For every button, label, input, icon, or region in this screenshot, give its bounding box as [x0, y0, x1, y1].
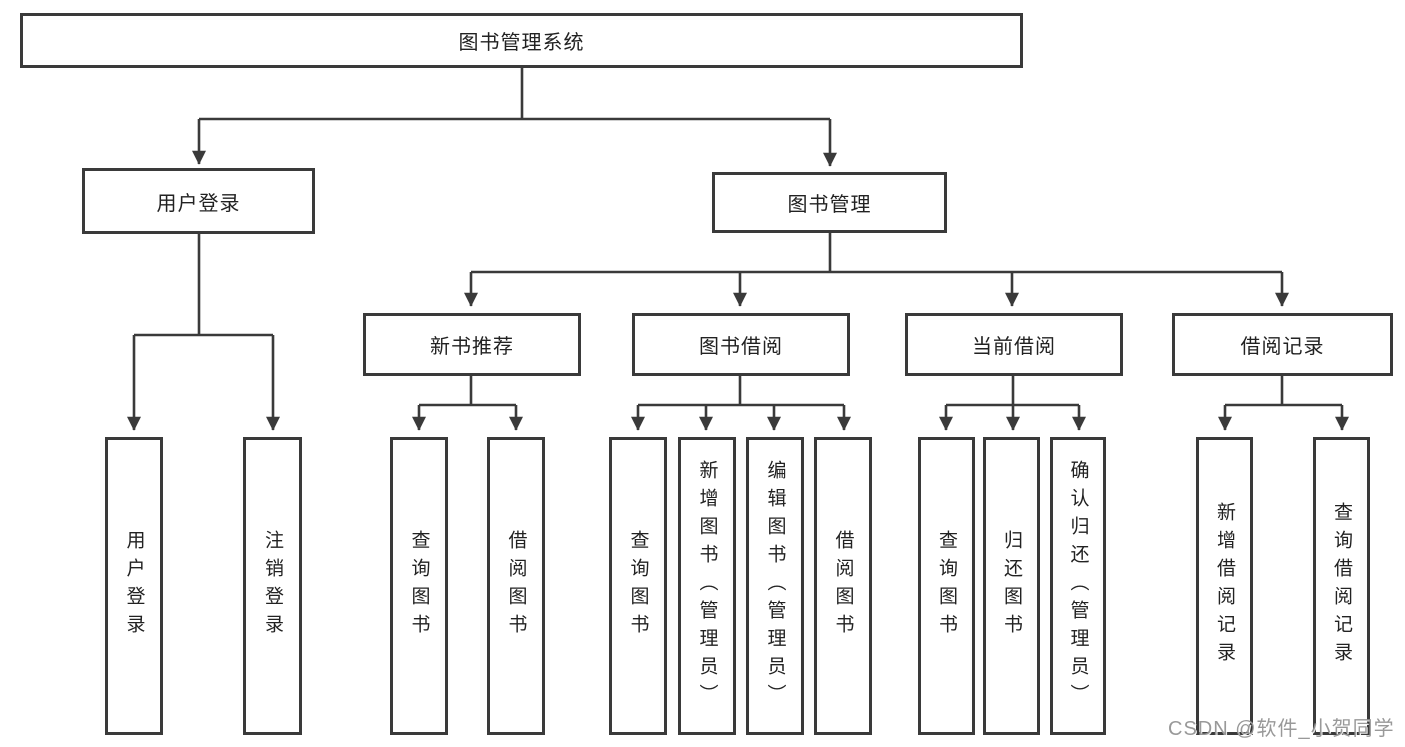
leaf-label: 编辑图书（管理员）: [764, 460, 786, 712]
node-label: 当前借阅: [972, 336, 1056, 358]
leaf-label: 注销登录: [262, 530, 283, 642]
node-label: 图书管理系统: [458, 32, 585, 54]
node-new-book-recommendation: 新书推荐: [363, 313, 581, 376]
leaf-label: 新增借阅记录: [1214, 502, 1235, 670]
leaf-return-books: 归还图书: [983, 437, 1040, 735]
leaf-add-borrow-record: 新增借阅记录: [1196, 437, 1253, 735]
leaf-query-books-recommend: 查询图书: [390, 437, 448, 735]
node-label: 借阅记录: [1240, 336, 1325, 358]
leaf-borrow-books: 借阅图书: [814, 437, 872, 735]
node-library-management-system: 图书管理系统: [20, 13, 1023, 68]
leaf-label: 查询图书: [936, 530, 957, 642]
leaf-add-books-admin: 新增图书（管理员）: [678, 437, 736, 735]
node-borrowing-records: 借阅记录: [1172, 313, 1393, 376]
node-label: 新书推荐: [430, 336, 514, 358]
leaf-label: 新增图书（管理员）: [696, 460, 718, 712]
leaf-label: 用户登录: [123, 530, 145, 642]
node-label: 图书管理: [787, 194, 872, 216]
leaf-confirm-return-admin: 确认归还（管理员）: [1050, 437, 1106, 735]
leaf-label: 查询图书: [408, 530, 430, 642]
leaf-label: 归还图书: [1001, 530, 1022, 642]
leaf-borrow-books-recommend: 借阅图书: [487, 437, 545, 735]
leaf-label: 借阅图书: [832, 530, 854, 642]
node-label: 图书借阅: [699, 336, 783, 358]
csdn-watermark: CSDN @软件_小贺同学: [1168, 718, 1395, 740]
node-book-borrowing: 图书借阅: [632, 313, 850, 376]
leaf-label: 查询借阅记录: [1331, 502, 1352, 670]
leaf-label: 查询图书: [627, 530, 649, 642]
node-book-management: 图书管理: [712, 172, 947, 233]
node-current-borrowing: 当前借阅: [905, 313, 1123, 376]
leaf-query-borrow-record: 查询借阅记录: [1313, 437, 1370, 735]
leaf-query-books-current: 查询图书: [918, 437, 975, 735]
leaf-user-login: 用户登录: [105, 437, 163, 735]
leaf-logout: 注销登录: [243, 437, 302, 735]
leaf-label: 借阅图书: [505, 530, 527, 642]
node-label: 用户登录: [156, 192, 241, 215]
leaf-query-books-borrowing: 查询图书: [609, 437, 667, 735]
node-user-login: 用户登录: [82, 168, 315, 234]
leaf-edit-books-admin: 编辑图书（管理员）: [746, 437, 804, 735]
leaf-label: 确认归还（管理员）: [1067, 460, 1089, 712]
